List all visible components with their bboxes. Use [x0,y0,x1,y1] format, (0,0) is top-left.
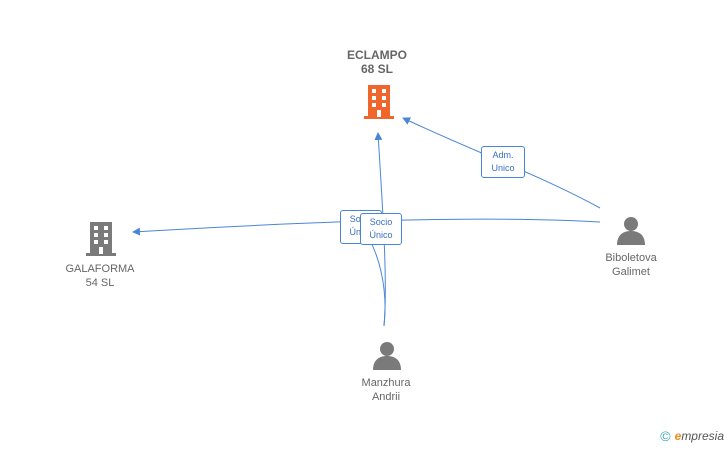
edge-label-unico: Unico [491,163,515,173]
node-manzhura-label[interactable]: Manzhura Andrii [346,376,426,404]
node-eclampo-name: ECLAMPO [347,48,407,62]
node-biboletova-label[interactable]: Biboletova Galimet [590,251,672,279]
edge-label-socio: Socio [369,217,393,227]
edge-label-adm-unico[interactable]: Adm. Unico [481,146,525,178]
node-galaforma-label[interactable]: GALAFORMA 54 SL [60,262,140,290]
node-biboletova-first: Biboletova [605,252,657,264]
brand-rest: mpresia [681,429,724,443]
brand-logo: empresia [675,429,724,443]
node-eclampo-label[interactable]: ECLAMPO 68 SL [340,48,414,76]
brand-e: e [674,429,682,443]
node-galaforma-name: GALAFORMA [65,263,135,275]
brand-watermark: © empresia [660,428,724,444]
edge-label-unico: Único [369,230,393,240]
node-biboletova-last: Galimet [612,266,650,278]
building-icon[interactable] [86,222,116,256]
node-galaforma-suffix: 54 SL [85,277,115,289]
edge-label-socio-unico-front[interactable]: Socio Único [360,213,402,245]
person-icon[interactable] [372,340,402,370]
copyright-icon: © [660,428,671,444]
edge-label-adm: Adm. [492,150,514,160]
node-manzhura-last: Andrii [371,391,401,403]
building-icon[interactable] [364,85,394,119]
node-manzhura-first: Manzhura [361,377,411,389]
person-icon[interactable] [616,215,646,245]
node-eclampo-suffix: 68 SL [360,62,393,76]
